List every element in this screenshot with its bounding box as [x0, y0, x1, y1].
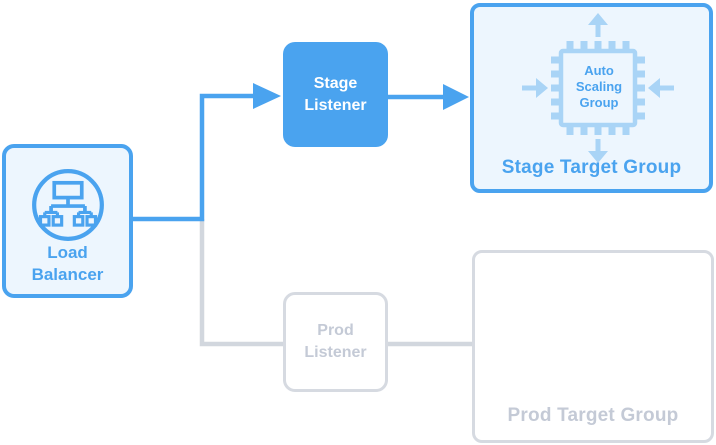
- stage-target-connector-arrowhead: [443, 84, 469, 110]
- prod-listener-node: Prod Listener: [283, 292, 388, 392]
- chip-pins: [551, 41, 645, 135]
- load-balancer-hierarchy-icon: [31, 169, 104, 241]
- prod-target-group-node: Prod Target Group: [472, 250, 714, 443]
- stage-target-group-node: Auto Scaling Group Stage Target Group: [470, 3, 713, 193]
- prod-connector-line: [199, 219, 283, 347]
- auto-scaling-chip-icon: [522, 13, 674, 163]
- stage-listener-label: Stage Listener: [304, 74, 367, 114]
- prod-target-group-label: Prod Target Group: [507, 405, 679, 426]
- stage-target-group-label: Stage Target Group: [501, 157, 682, 178]
- scale-arrows: [522, 13, 674, 163]
- stage-connector-arrowhead: [253, 83, 281, 109]
- prod-listener-label: Prod Listener: [304, 322, 367, 361]
- load-balancer-label: Load Balancer: [31, 243, 104, 284]
- stage-listener-node: Stage Listener: [283, 42, 388, 147]
- load-balancer-node: Load Balancer: [2, 144, 133, 298]
- auto-scaling-group-label: Auto Scaling Group: [575, 63, 623, 110]
- stage-connector-line: [133, 93, 254, 222]
